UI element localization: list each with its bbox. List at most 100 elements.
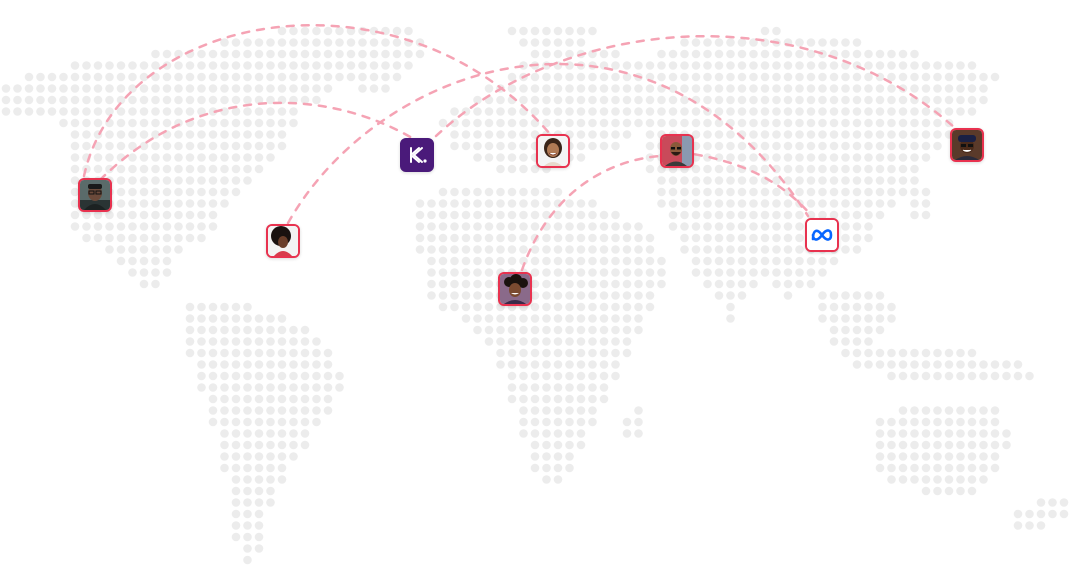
map-dot [128,256,137,266]
pin-avatar-curly-hair[interactable] [498,272,532,306]
map-dot [231,371,241,381]
map-dot [484,291,494,300]
map-dot [691,84,701,93]
map-dot [116,153,126,162]
map-dot [139,72,149,82]
map-dot [243,475,252,484]
map-dot [622,61,632,70]
pin-avatar-woman-afro[interactable] [266,224,300,258]
map-dot [208,360,218,369]
map-dot [243,486,252,496]
map-dot [197,164,206,174]
map-dot [277,406,287,415]
map-dot [277,463,287,473]
map-dot [415,233,425,243]
map-dot [565,371,574,381]
map-dot [691,38,701,47]
map-dot [933,452,942,461]
map-dot [691,164,701,174]
map-dot [116,245,126,254]
map-dot [852,291,862,300]
map-dot [542,371,551,381]
map-dot [887,49,896,59]
map-dot [530,406,540,415]
avatar-woman-smile-icon [538,136,568,166]
map-dot [277,394,287,404]
map-dot [783,164,793,174]
map-dot [910,130,919,139]
pin-avatar-man-glasses[interactable] [78,178,112,212]
map-dot [979,440,988,450]
map-dot [450,279,459,289]
map-dot [162,245,172,254]
map-dot [645,302,655,312]
map-dot [772,164,781,174]
map-dot [703,153,712,162]
map-dot [128,245,137,254]
map-dot [243,130,252,139]
map-dot [588,383,597,392]
map-dot [266,429,275,438]
map-dot [921,417,931,427]
map-dot [565,383,574,392]
map-dot [128,84,137,93]
map-dot [898,84,908,93]
map-dot [220,107,229,116]
map-dot [116,84,126,93]
map-dot [749,141,758,151]
map-dot [887,95,896,105]
map-dot [70,95,80,105]
map-dot [358,72,367,82]
map-dot [772,187,781,197]
map-dot [933,406,942,415]
map-dot [634,72,643,82]
map-dot [588,417,597,427]
map-dot [898,130,908,139]
map-dot [599,268,609,277]
map-dot [599,348,609,358]
map-dot [473,118,482,128]
pin-meta-logo[interactable] [805,218,839,252]
map-dot [174,49,183,59]
map-dot [680,199,689,208]
map-dot [427,199,436,208]
map-dot [542,38,551,47]
pin-avatar-woman-smile[interactable] [536,134,570,168]
map-dot [967,95,977,105]
map-dot [829,84,839,93]
map-dot [576,256,586,266]
map-dot [266,118,275,128]
map-dot [611,222,620,231]
map-dot [220,199,229,208]
map-dot [105,164,114,174]
map-dot [829,314,839,323]
map-dot [530,38,540,47]
map-dot [680,84,689,93]
map-dot [162,199,172,208]
map-dot [703,187,712,197]
map-dot [461,141,471,151]
map-dot [967,452,977,461]
map-dot [105,222,114,231]
map-dot [473,222,482,231]
map-dot [898,72,908,82]
map-dot [197,314,206,323]
map-dot [300,38,310,47]
map-dot [185,325,195,335]
map-dot [806,38,816,47]
map-dot [266,463,275,473]
map-dot [197,49,206,59]
map-dot [415,199,425,208]
map-dot [783,95,793,105]
map-dot [93,233,103,243]
map-dot [197,84,206,93]
map-dot [507,130,517,139]
pin-brand-k[interactable] [400,138,434,172]
map-dot [668,187,678,197]
map-dot [921,360,931,369]
pin-avatar-man-cap[interactable] [950,128,984,162]
map-dot [392,49,402,59]
pin-avatar-man-beard[interactable] [660,134,694,168]
map-dot [864,153,873,162]
map-dot [841,245,850,254]
